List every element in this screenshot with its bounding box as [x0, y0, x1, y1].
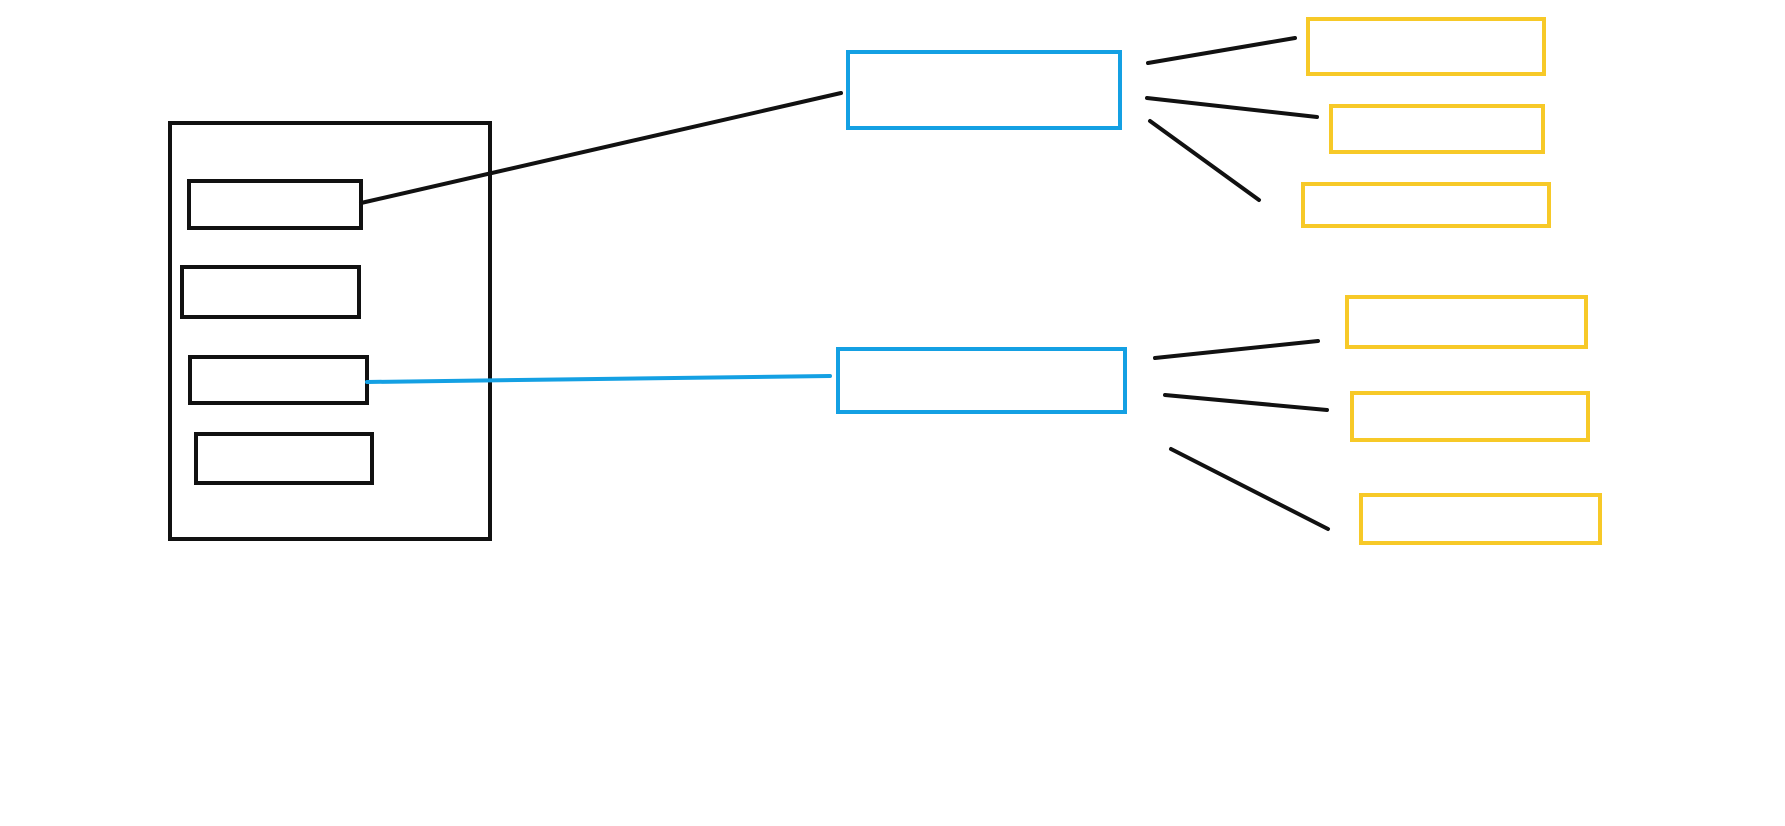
- yellow-box-1: [1306, 17, 1546, 76]
- yellow-box-6: [1359, 493, 1602, 545]
- connector-blue-box-1-to-yellow-box-2: [1145, 96, 1319, 119]
- yellow-box-2: [1329, 104, 1545, 154]
- yellow-box-3: [1301, 182, 1551, 228]
- container-box: [168, 121, 492, 541]
- blue-box-1: [846, 50, 1122, 130]
- item-box-2: [180, 265, 361, 319]
- blue-box-2: [836, 347, 1127, 414]
- item-box-1: [187, 179, 363, 230]
- connector-blue-box-1-to-yellow-box-3: [1148, 119, 1261, 202]
- connector-blue-box-1-to-yellow-box-1: [1146, 36, 1297, 65]
- connector-blue-box-2-to-yellow-box-4: [1153, 339, 1320, 360]
- connector-blue-box-2-to-yellow-box-6: [1169, 447, 1330, 531]
- connector-item-3-to-blue-box-2: [365, 374, 832, 384]
- item-box-3: [188, 355, 369, 405]
- connector-blue-box-2-to-yellow-box-5: [1163, 393, 1329, 412]
- yellow-box-5: [1350, 391, 1590, 442]
- yellow-box-4: [1345, 295, 1588, 349]
- connector-item-1-to-blue-box-1: [359, 91, 843, 205]
- item-box-4: [194, 432, 374, 485]
